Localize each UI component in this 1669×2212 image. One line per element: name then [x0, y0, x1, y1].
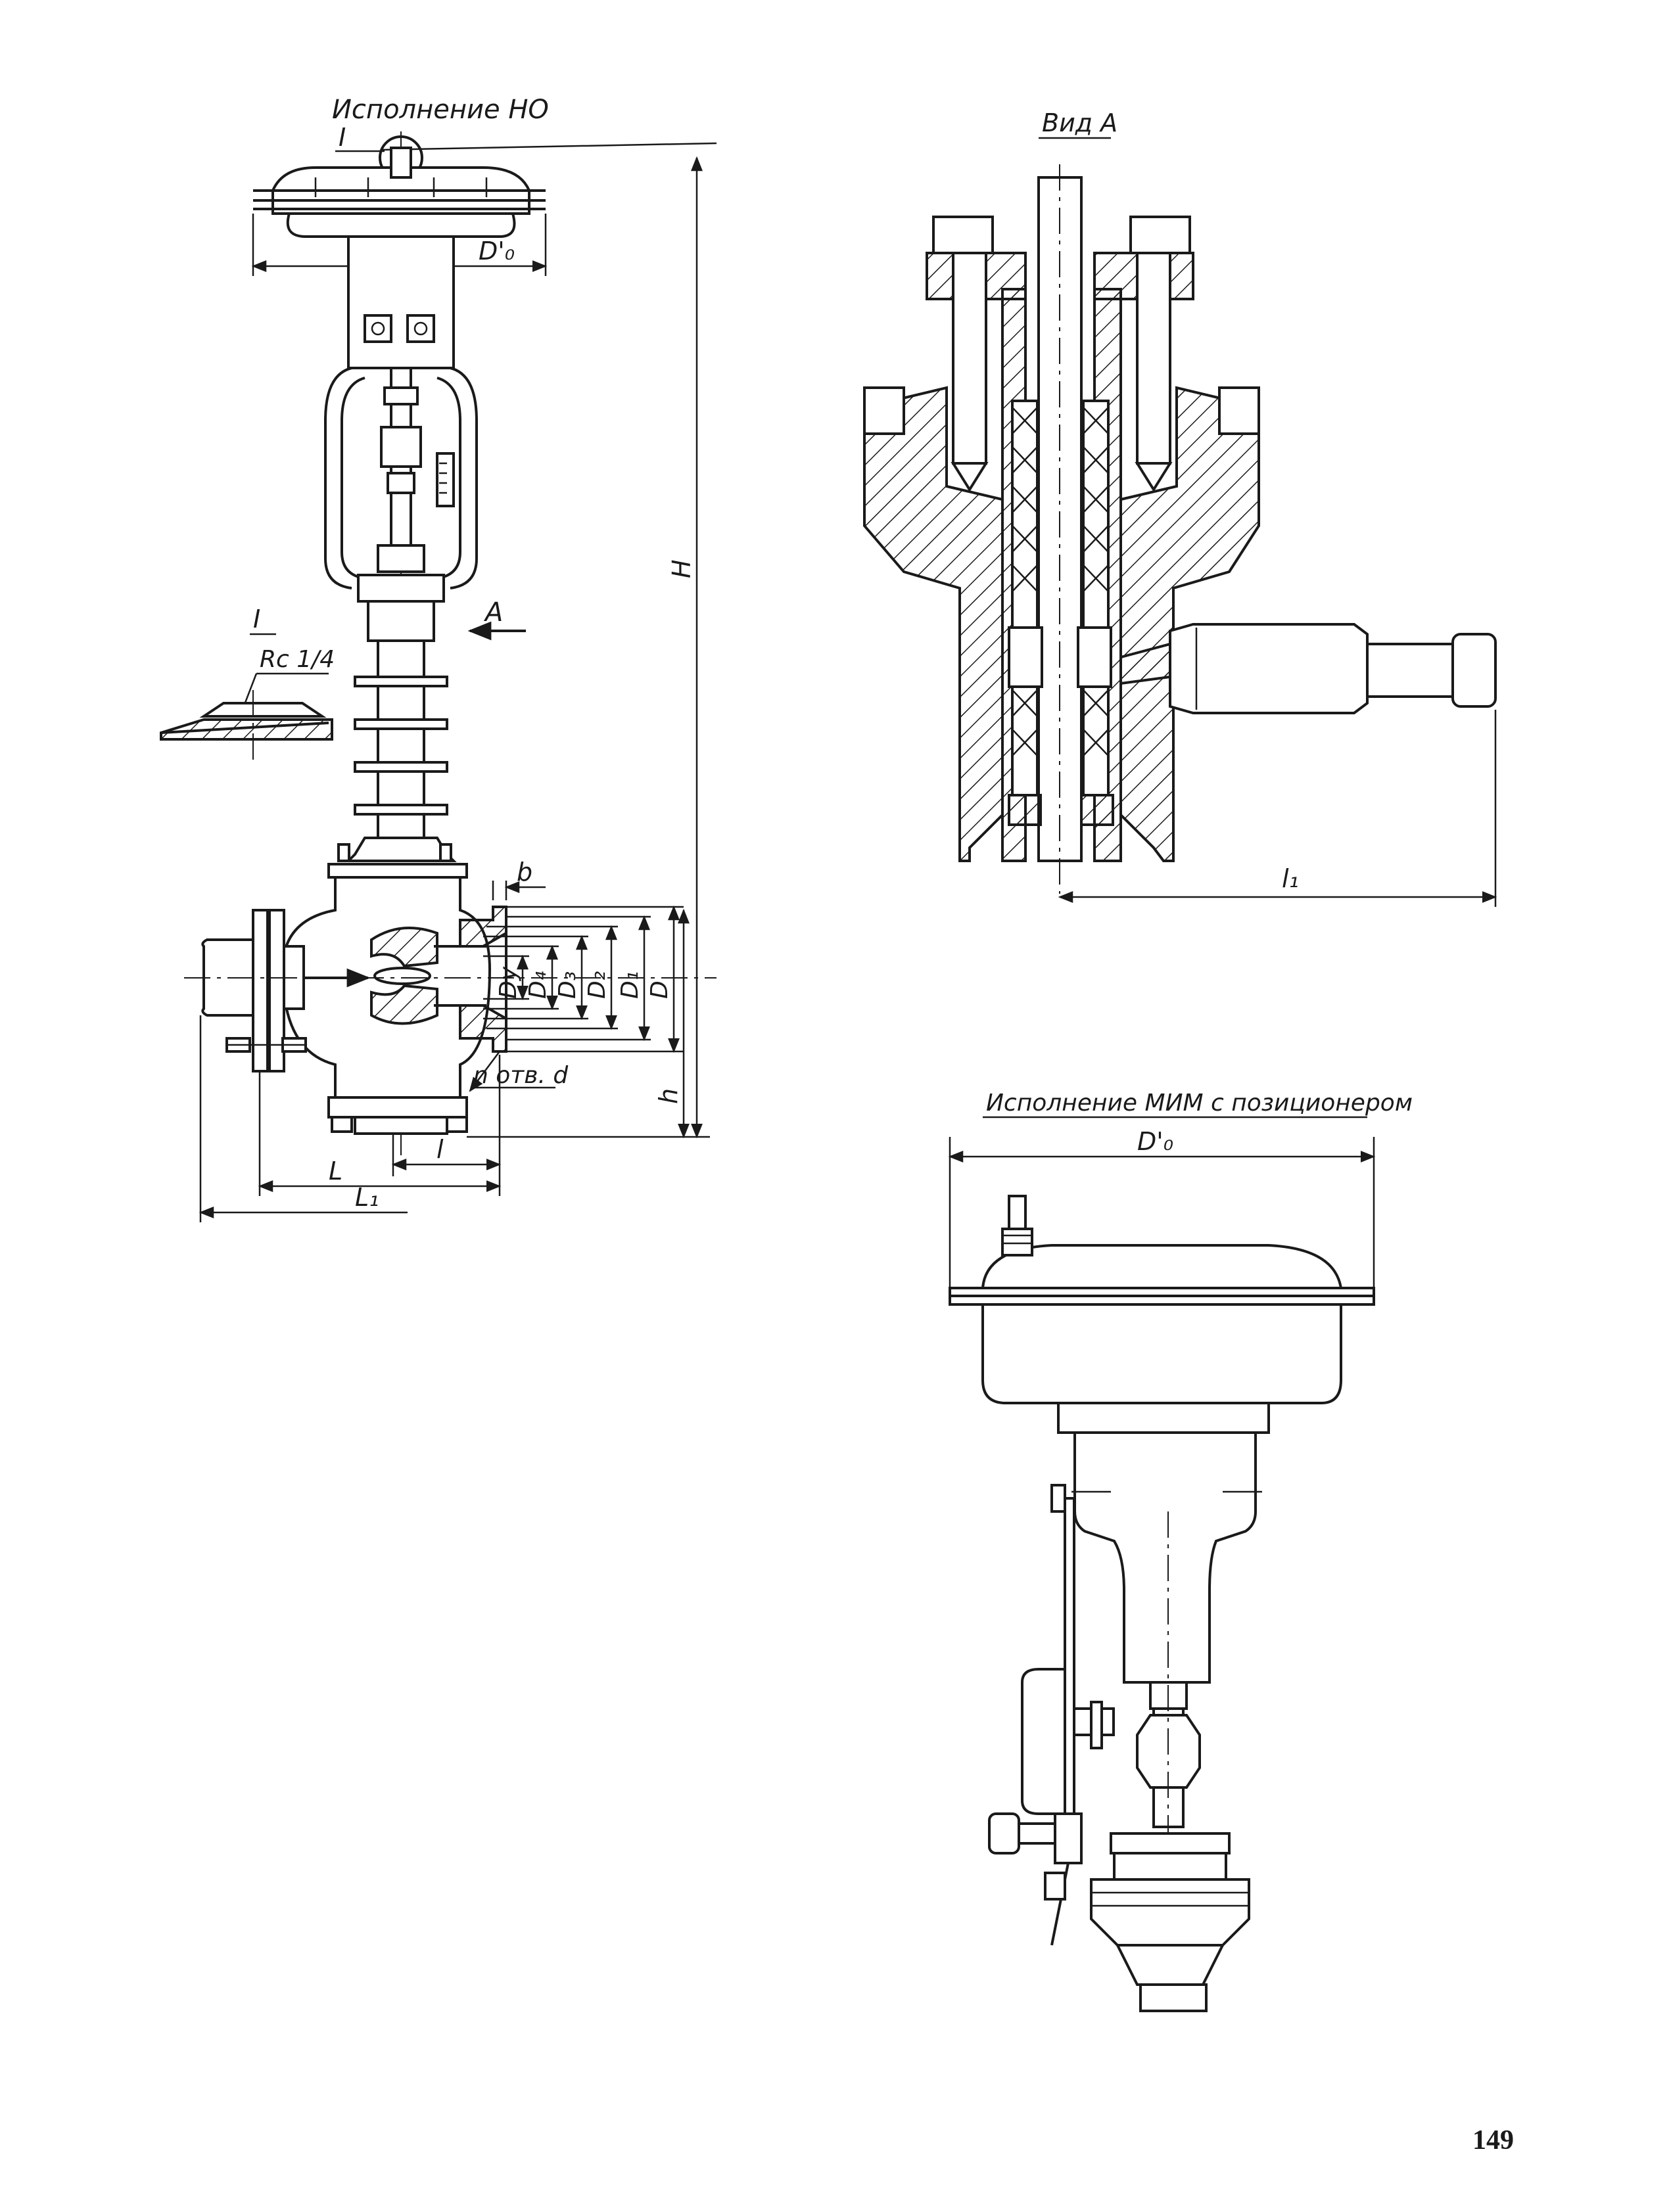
positioner-bracket — [1064, 1497, 1075, 1828]
holes-label: n отв. d — [473, 1062, 569, 1089]
page-number: 149 — [1472, 2125, 1514, 2155]
mim-diaphragm-bottom — [981, 1303, 1342, 1404]
mim-view-title: Исполнение МИМ с позиционером — [986, 1090, 1413, 1117]
lubricator-stem — [1366, 643, 1454, 698]
dim-D2-label: D₂ — [584, 971, 611, 999]
dim-Dy-label: Dу — [495, 966, 522, 999]
detail-title: I — [253, 605, 260, 634]
mim-yoke — [1073, 1431, 1257, 1684]
dim-h-label: h — [654, 1088, 683, 1104]
main-view: Исполнение НО I D'₀ — [160, 95, 717, 1222]
cooling-fin — [354, 718, 448, 730]
packing-left — [1011, 400, 1039, 796]
lubricator-cap — [1451, 633, 1497, 708]
dim-H-label: H — [667, 559, 696, 578]
detail-boss — [199, 702, 327, 718]
cooling-fin — [354, 761, 448, 773]
thread-label: Rc 1/4 — [260, 646, 335, 673]
gland-nut-right — [1129, 216, 1191, 254]
gland-stud — [952, 252, 987, 465]
dim-L1-label: L₁ — [355, 1183, 379, 1212]
housing-right — [1119, 386, 1260, 862]
dim-L-label: L — [329, 1157, 342, 1186]
cooling-fin — [354, 804, 448, 816]
dim-D0-mim-label: D'₀ — [1137, 1127, 1173, 1156]
dim-D0-label: D'₀ — [479, 237, 515, 265]
dim-D3-label: D₃ — [554, 971, 581, 999]
yoke-frame-left — [324, 367, 352, 589]
dim-D1-label: D₁ — [617, 971, 644, 999]
inlet-flange — [252, 909, 269, 1072]
dim-l1-label: l₁ — [1282, 864, 1299, 893]
dim-b-label: b — [517, 858, 532, 887]
positioner — [1021, 1668, 1066, 1815]
mim-bonnet — [1090, 1878, 1250, 1947]
dim-D4-label: D₄ — [525, 971, 552, 999]
mim-diaphragm-top — [981, 1244, 1343, 1289]
cooling-fin — [354, 676, 448, 687]
view-a-title: Вид А — [1042, 108, 1117, 137]
view-arrow-label: A — [483, 597, 503, 628]
main-view-title: Исполнение НО — [332, 95, 549, 125]
packing-right — [1082, 400, 1110, 796]
housing-left — [863, 386, 1004, 862]
lubricator-body — [1169, 623, 1369, 714]
dim-l-label: l — [436, 1135, 444, 1164]
bonnet-top — [357, 574, 445, 603]
dim-D-label: D — [646, 980, 673, 999]
mim-view: Исполнение МИМ с позиционером D'₀ — [948, 1090, 1413, 2012]
gland-stud — [1136, 252, 1171, 465]
gland-nut-left — [932, 216, 994, 254]
detail-ref-label: I — [339, 123, 346, 152]
stroke-scale — [436, 452, 455, 507]
yoke-upper — [347, 235, 455, 369]
view-a: Вид А — [863, 108, 1497, 907]
